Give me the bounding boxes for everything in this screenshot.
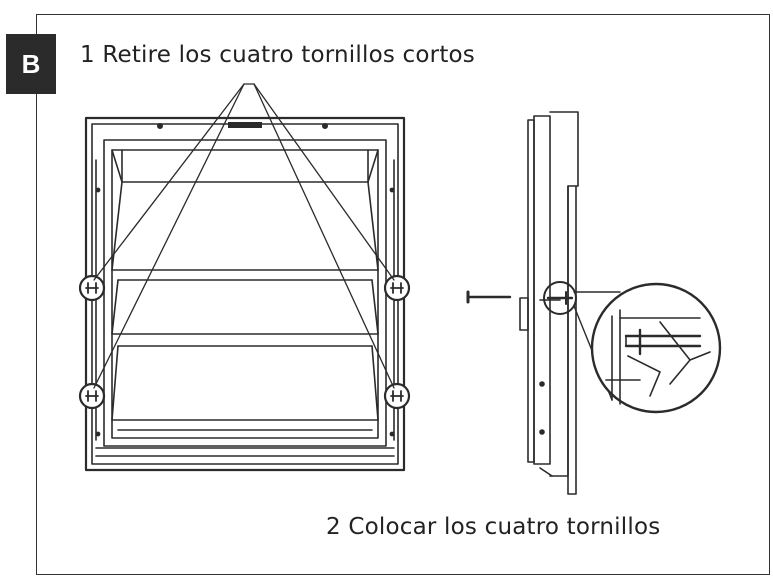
magnified-detail	[573, 282, 722, 414]
screw-icon	[78, 274, 106, 302]
step2-instruction: 2 Colocar los cuatro tornillos	[326, 514, 661, 540]
screw-icon	[78, 382, 106, 410]
leader-lines	[93, 83, 395, 389]
screw-markers	[78, 274, 411, 410]
step-badge: B	[6, 34, 56, 94]
instruction-frame	[36, 14, 770, 575]
door-front-view	[84, 116, 406, 472]
long-screw-icon	[466, 290, 512, 304]
screw-icon	[383, 274, 411, 302]
door-side-view	[519, 111, 579, 495]
step1-instruction: 1 Retire los cuatro tornillos cortos	[80, 42, 475, 68]
screw-icon	[383, 382, 411, 410]
